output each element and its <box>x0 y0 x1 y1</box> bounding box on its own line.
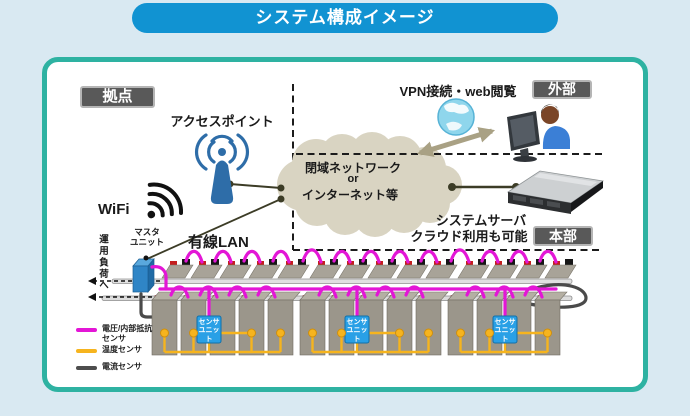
legend-item-voltage: 電圧/内部抵抗 センサ <box>76 324 152 343</box>
temperature-sensor-wiring <box>160 315 552 354</box>
vpn-arrow <box>416 127 496 157</box>
cloud-line1: 閉域ネットワーク <box>304 161 402 175</box>
master-unit-label: マスタ ユニット <box>129 227 165 247</box>
battery-back-rows <box>161 258 577 279</box>
wired-lan-label: 有線LAN <box>188 234 249 251</box>
external-tag: 外部 <box>532 80 592 99</box>
cloud-line3: インターネット等 <box>301 188 399 202</box>
site-tag: 拠点 <box>80 86 155 108</box>
legend-label-voltage: 電圧/内部抵抗 センサ <box>102 324 153 343</box>
user-at-pc-icon <box>507 104 570 162</box>
network-cloud-icon <box>277 132 462 237</box>
legend-swatch-voltage <box>76 328 97 332</box>
wifi-label: WiFi <box>98 201 130 218</box>
operation-load-label: 運用負荷へ <box>97 234 108 292</box>
title-banner: システム構成イメージ <box>132 3 558 33</box>
legend-item-current: 電流センサ <box>76 362 142 372</box>
server-note-label: クラウド利用も可能 <box>410 229 528 244</box>
access-point-icon <box>195 133 249 204</box>
legend-label-current: 電流センサ <box>102 362 142 371</box>
legend-swatch-current <box>76 366 97 370</box>
legend-label-temperature: 温度センサ <box>102 345 142 354</box>
legend-swatch-temperature <box>76 349 97 353</box>
headquarters-tag: 本部 <box>533 226 593 246</box>
master-unit-icon <box>132 255 155 293</box>
server-label: システムサーバ <box>435 213 527 228</box>
voltage-sensor-wiring <box>150 248 558 318</box>
cloud-line2: or <box>347 173 359 185</box>
server-icon <box>506 170 605 214</box>
sensor-unit-label: センサ ユニット <box>346 319 368 343</box>
legend-item-temperature: 温度センサ <box>76 345 142 355</box>
globe-icon <box>437 98 475 136</box>
sensor-unit-label: センサ ユニット <box>198 319 220 343</box>
wifi-icon <box>147 182 183 219</box>
vpn-label: VPN接続・web閲覧 <box>399 84 517 99</box>
sensor-unit-label: センサ ユニット <box>494 319 516 343</box>
access-point-label: アクセスポイント <box>170 114 274 129</box>
